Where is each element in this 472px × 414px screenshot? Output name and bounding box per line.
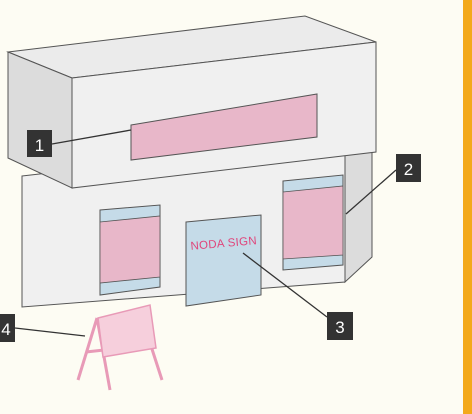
callout-2-leader xyxy=(345,169,397,215)
stand-crossbar xyxy=(85,348,105,354)
callout-1-label: 1 xyxy=(35,136,44,155)
callout-4-label: 4 xyxy=(1,320,10,339)
callout-2-box xyxy=(396,154,421,182)
callout-3-label: 3 xyxy=(335,318,344,337)
stand-leg-front-left xyxy=(76,317,99,381)
door-sign-text: NODA SIGN xyxy=(190,235,257,253)
callout-2-label: 2 xyxy=(404,160,413,179)
callout-2: 2 xyxy=(396,154,421,182)
callout-4: 4 xyxy=(0,314,15,342)
callout-1: 1 xyxy=(27,130,52,157)
stand-board xyxy=(97,304,157,358)
left-window-sign xyxy=(99,215,161,284)
a-frame-stand-sign xyxy=(76,304,164,391)
callout-4-box xyxy=(0,314,15,342)
callout-3-box xyxy=(327,312,353,340)
callout-1-box xyxy=(27,130,52,157)
callout-3-leader xyxy=(242,252,328,318)
callout-4-leader xyxy=(14,327,86,337)
callout-3: 3 xyxy=(327,312,353,340)
window-sign xyxy=(282,185,344,260)
door xyxy=(185,214,262,307)
accent-bar xyxy=(463,0,472,414)
rooftop-signboard xyxy=(130,93,318,161)
callout-1-leader xyxy=(51,129,132,145)
